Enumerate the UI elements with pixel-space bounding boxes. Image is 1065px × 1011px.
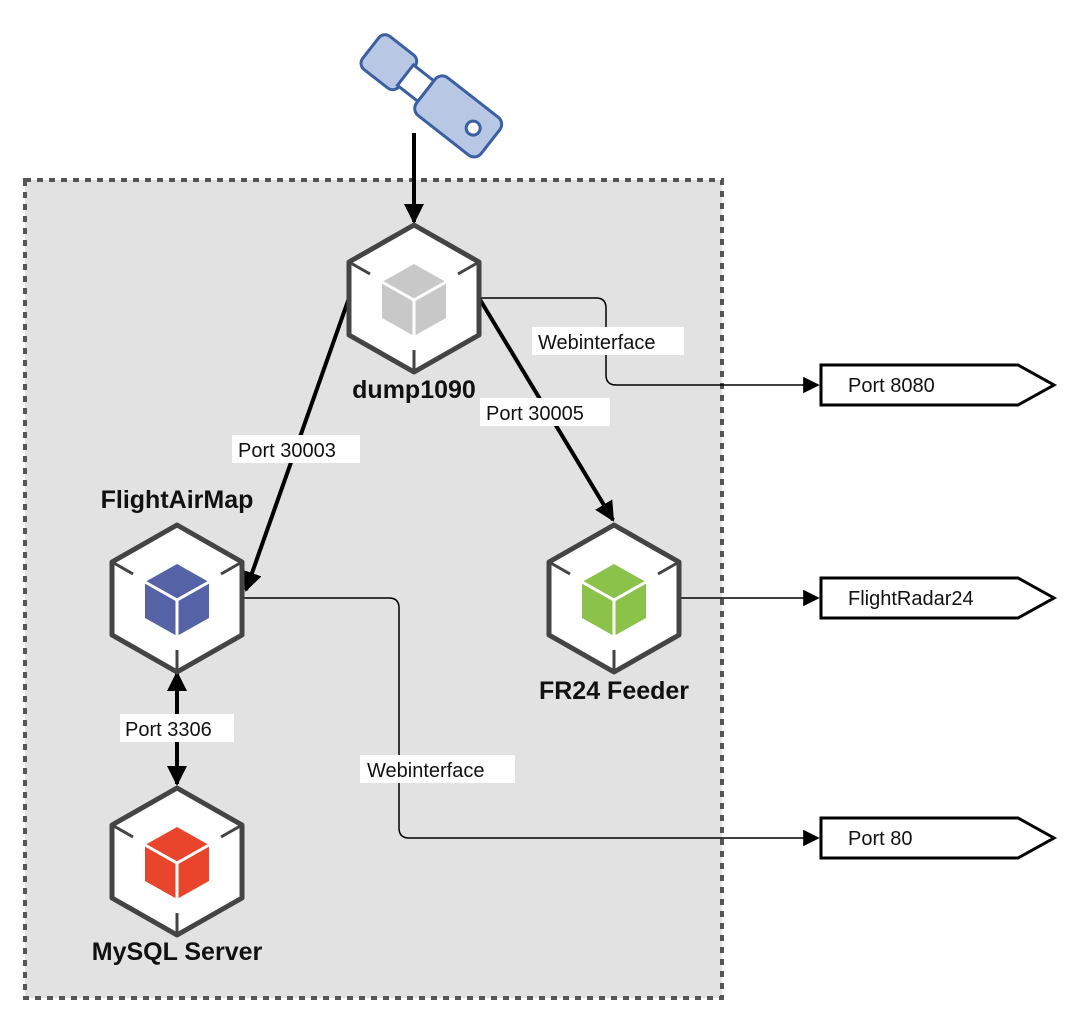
edge-label-dump-webinterface: Webinterface	[532, 327, 684, 355]
edge-label-port-30005: Port 30005	[480, 398, 610, 426]
usb-stick-icon	[359, 33, 504, 159]
svg-text:Webinterface: Webinterface	[538, 332, 655, 354]
container-cube-icon	[144, 827, 210, 899]
output-port-8080: Port 8080	[819, 363, 1058, 407]
edge-label-fam-webinterface: Webinterface	[360, 755, 515, 783]
svg-text:Port 80: Port 80	[848, 828, 912, 850]
container-cube-icon	[581, 564, 647, 636]
node-label-fr24-feeder: FR24 Feeder	[539, 677, 689, 705]
node-label-mysql-server: MySQL Server	[92, 938, 263, 966]
svg-text:Port 8080: Port 8080	[848, 375, 935, 397]
svg-text:Port 3306: Port 3306	[125, 719, 212, 741]
node-mysql-server: MySQL Server	[92, 785, 263, 966]
edge-flightairmap-to-port80	[242, 597, 820, 847]
node-fr24-feeder: FR24 Feeder	[539, 522, 689, 705]
node-label-flightairmap: FlightAirMap	[101, 486, 254, 514]
container-cube-icon	[381, 264, 447, 336]
edge-label-port-30003: Port 30003	[232, 435, 360, 463]
svg-text:Port 30003: Port 30003	[238, 440, 336, 462]
node-flightairmap: FlightAirMap	[101, 486, 254, 675]
container-cube-icon	[144, 564, 210, 636]
svg-text:FlightRadar24: FlightRadar24	[848, 588, 974, 610]
output-flightradar24: FlightRadar24	[819, 576, 1058, 620]
svg-text:Webinterface: Webinterface	[367, 760, 484, 782]
node-label-dump1090: dump1090	[352, 376, 476, 404]
node-dump1090: dump1090	[346, 222, 482, 404]
svg-text:Port 30005: Port 30005	[486, 403, 584, 425]
edge-label-port-3306: Port 3306	[120, 714, 234, 742]
output-port-80: Port 80	[819, 816, 1058, 860]
